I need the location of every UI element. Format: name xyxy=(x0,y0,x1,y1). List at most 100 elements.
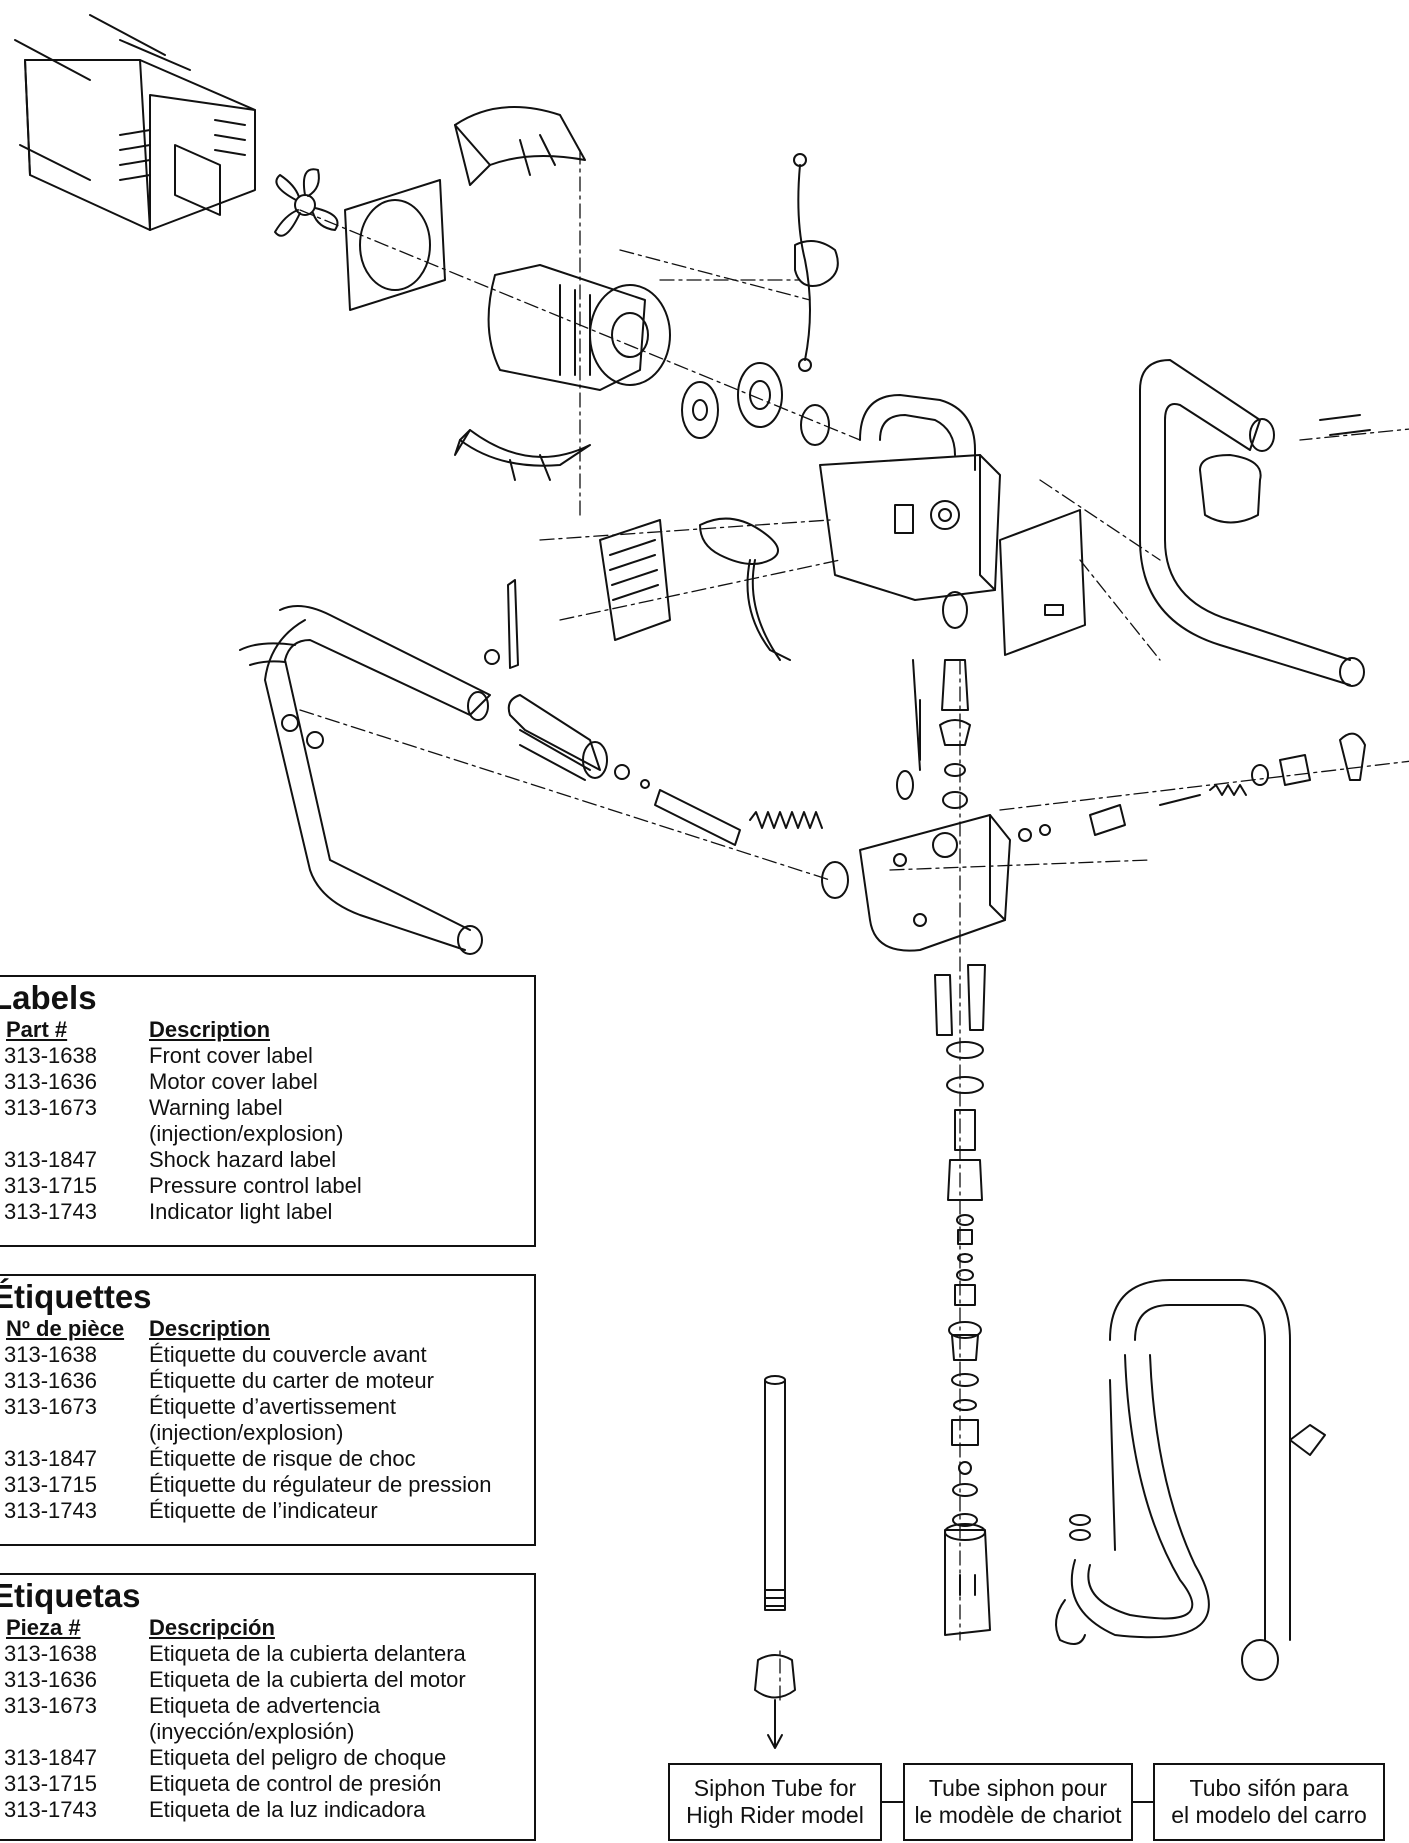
description-line: Etiqueta de la cubierta del motor xyxy=(149,1667,466,1692)
part-number: 313-1673 xyxy=(4,1095,97,1120)
table-row: 313-1636 Etiqueta de la cubierta del moto… xyxy=(0,1667,534,1693)
table-header: Nº de pièce Description xyxy=(0,1316,534,1342)
callout-siphon-tube-french: Tube siphon pour le modèle de chariot xyxy=(903,1763,1133,1841)
table-row: 313-1847 Shock hazard label xyxy=(0,1147,534,1173)
description-line: (injection/explosion) xyxy=(149,1121,344,1146)
table-row: 313-1673 Etiqueta de advertencia(inyecció… xyxy=(0,1693,534,1745)
part-description: Etiqueta de la cubierta delantera xyxy=(149,1641,534,1667)
table-row: 313-1636 Étiquette du carter de moteur xyxy=(0,1368,534,1394)
description-line: Étiquette du régulateur de pression xyxy=(149,1472,492,1497)
description-line: Étiquette d’avertissement xyxy=(149,1394,397,1419)
table-row: 313-1638 Front cover label xyxy=(0,1043,534,1069)
gearbox-cover-plate xyxy=(1000,510,1085,655)
part-description: Étiquette du couvercle avant xyxy=(149,1342,534,1368)
lower-motor-cover xyxy=(455,430,590,480)
cart-handle-left xyxy=(240,606,490,954)
table-header: Part # Description xyxy=(0,1017,534,1043)
table-row: 313-1638 Étiquette du couvercle avant xyxy=(0,1342,534,1368)
part-description: Étiquette du carter de moteur xyxy=(149,1368,534,1394)
small-bracket xyxy=(485,580,518,668)
part-description: Étiquette de risque de choc xyxy=(149,1446,534,1472)
description-line: Etiqueta de advertencia xyxy=(149,1693,381,1718)
part-description: Etiqueta del peligro de choque xyxy=(149,1745,534,1771)
part-number: 313-1715 xyxy=(4,1771,97,1796)
brush-wire xyxy=(794,154,838,371)
part-number: 313-1743 xyxy=(4,1199,97,1224)
part-description: Étiquette du régulateur de pression xyxy=(149,1472,534,1498)
part-number: 313-1743 xyxy=(4,1797,97,1822)
gears xyxy=(682,363,829,445)
part-number-header: Part # xyxy=(6,1017,68,1042)
description-line: Étiquette de risque de choc xyxy=(149,1446,416,1471)
description-line: Étiquette du carter de moteur xyxy=(149,1368,434,1393)
description-line: Pressure control label xyxy=(149,1173,362,1198)
table-row: 313-1715 Étiquette du régulateur de press… xyxy=(0,1472,534,1498)
pressure-control-parts xyxy=(1019,734,1365,841)
description-header: Description xyxy=(149,1316,271,1341)
upper-motor-cover xyxy=(455,107,585,185)
part-description: Etiqueta de la luz indicadora xyxy=(149,1797,534,1823)
siphon-tube-cart xyxy=(1056,1280,1325,1680)
power-cord xyxy=(700,519,790,660)
table-row: 313-1743 Etiqueta de la luz indicadora xyxy=(0,1797,534,1823)
description-line: Front cover label xyxy=(149,1043,313,1068)
filter-cylinder xyxy=(509,695,740,845)
callout-text: Siphon Tube for High Rider model xyxy=(686,1775,864,1828)
part-number-header: Nº de pièce xyxy=(6,1316,125,1341)
control-board xyxy=(600,520,670,640)
callout-siphon-tube-english: Siphon Tube for High Rider model xyxy=(668,1763,882,1841)
part-description: Front cover label xyxy=(149,1043,534,1069)
part-number: 313-1673 xyxy=(4,1394,97,1419)
table-row: 313-1847 Étiquette de risque de choc xyxy=(0,1446,534,1472)
description-line: Shock hazard label xyxy=(149,1147,337,1172)
pump-manifold xyxy=(860,815,1010,951)
part-number: 313-1638 xyxy=(4,1342,97,1367)
part-number: 313-1743 xyxy=(4,1498,97,1523)
part-description: Shock hazard label xyxy=(149,1147,534,1173)
part-number: 313-1847 xyxy=(4,1446,97,1471)
description-line: Étiquette du couvercle avant xyxy=(149,1342,427,1367)
gearbox-housing xyxy=(820,395,1000,600)
table-row: 313-1673 Warning label(injection/explosio… xyxy=(0,1095,534,1147)
part-number: 313-1715 xyxy=(4,1472,97,1497)
cooling-fan xyxy=(275,169,338,235)
table-header: Pieza # Descripción xyxy=(0,1615,534,1641)
part-description: Etiqueta de la cubierta del motor xyxy=(149,1667,534,1693)
description-line: Etiqueta del peligro de choque xyxy=(149,1745,447,1770)
lower-pump-stack xyxy=(935,965,990,1635)
table-title: Labels xyxy=(0,979,97,1016)
part-description: Warning label(injection/explosion) xyxy=(149,1095,534,1147)
description-line: Étiquette de l’indicateur xyxy=(149,1498,378,1523)
part-number: 313-1636 xyxy=(4,1368,97,1393)
labels-table-french: Étiquettes Nº de pièce Description 313-1… xyxy=(0,1274,536,1546)
description-line: (injection/explosion) xyxy=(149,1420,344,1445)
labels-table-english: Labels Part # Description 313-1638 Front … xyxy=(0,975,536,1247)
part-description: Motor cover label xyxy=(149,1069,534,1095)
part-number: 313-1847 xyxy=(4,1745,97,1770)
cart-handle-right xyxy=(1140,360,1370,686)
part-number-header: Pieza # xyxy=(6,1615,81,1640)
callout-text: Tube siphon pour le modèle de chariot xyxy=(914,1775,1122,1828)
part-number: 313-1636 xyxy=(4,1667,97,1692)
table-row: 313-1673 Étiquette d’avertissement(inject… xyxy=(0,1394,534,1446)
part-number: 313-1673 xyxy=(4,1693,97,1718)
table-title: Étiquettes xyxy=(0,1278,152,1315)
part-number: 313-1847 xyxy=(4,1147,97,1172)
callout-text: Tubo sifón para el modelo del carro xyxy=(1171,1775,1367,1828)
table-row: 313-1743 Étiquette de l’indicateur xyxy=(0,1498,534,1524)
description-line: Warning label xyxy=(149,1095,283,1120)
part-number: 313-1638 xyxy=(4,1043,97,1068)
siphon-tube-high-rider xyxy=(755,1376,795,1748)
description-line: Indicator light label xyxy=(149,1199,333,1224)
spring xyxy=(750,812,848,898)
description-line: (inyección/explosión) xyxy=(149,1719,355,1744)
description-line: Motor cover label xyxy=(149,1069,318,1094)
